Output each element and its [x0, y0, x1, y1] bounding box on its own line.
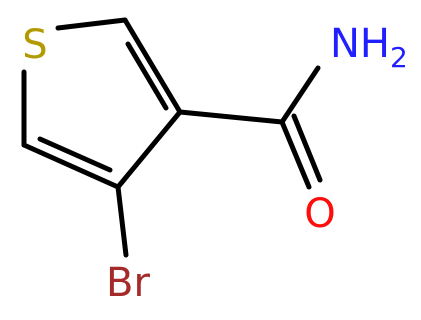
bond-c4-br: [115, 184, 129, 258]
bond-c2-c3: [122, 17, 183, 115]
oxygen-atom-label: O: [304, 191, 335, 237]
sulfur-atom-label: S: [22, 22, 47, 68]
bond-c2-c3-inner: [125, 41, 169, 111]
amine-subscript: 2: [390, 41, 408, 74]
bond-s-c2: [55, 17, 128, 31]
bond-carbonyl-n: [279, 65, 321, 125]
bromine-atom-label: Br: [106, 260, 150, 306]
amine-group-label: NH2: [330, 21, 408, 74]
bond-c4-c5-inner: [37, 136, 113, 173]
nitrogen-atom-label: NH: [330, 21, 390, 67]
bond-c4-c5: [21, 142, 121, 190]
bond-c3-carbonyl: [177, 109, 285, 125]
bond-c3-c4: [115, 109, 183, 190]
bond-carbonyl-o-2: [291, 113, 323, 183]
bond-carbonyl-o-1: [279, 119, 312, 190]
